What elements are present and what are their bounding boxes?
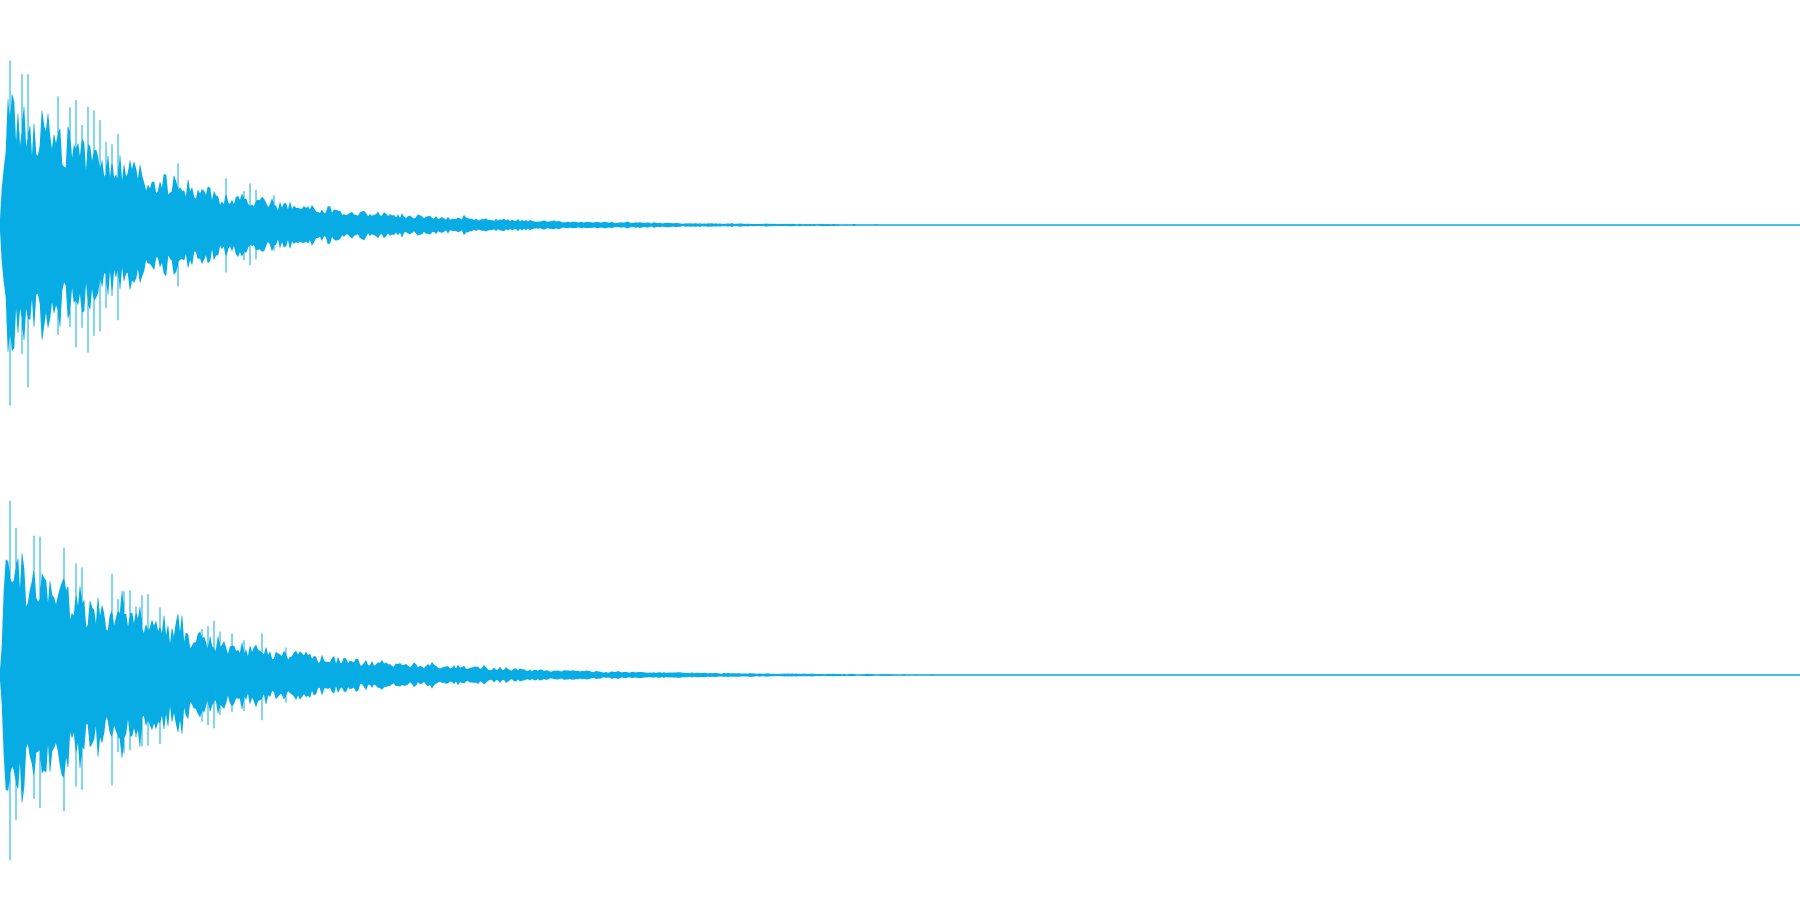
waveform-envelope-channel-2 (0, 553, 1800, 803)
waveform-envelope-channel-1 (0, 94, 1800, 353)
waveform-channel-1 (0, 60, 1800, 406)
waveform-channel-2 (0, 500, 1800, 861)
